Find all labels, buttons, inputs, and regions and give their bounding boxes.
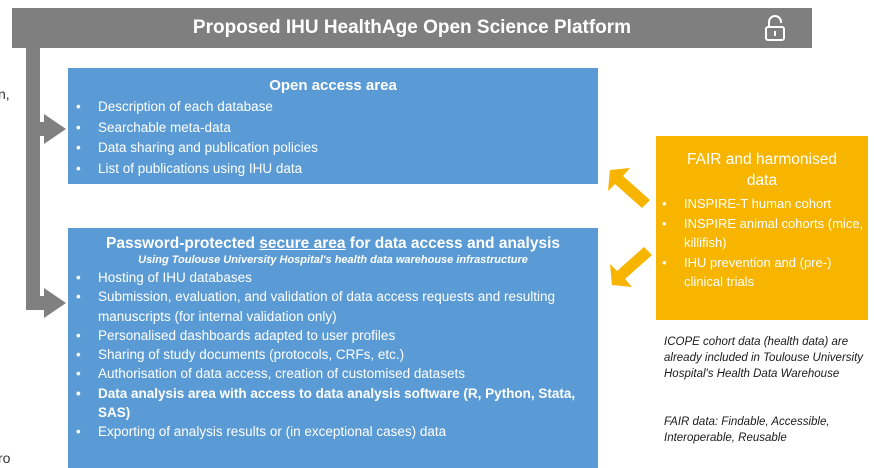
secure-area-box: Password-protected secure area for data … bbox=[68, 228, 598, 468]
clipped-text-bottom: ro bbox=[0, 450, 11, 466]
list-item: INSPIRE-T human cohort bbox=[662, 194, 868, 214]
fair-to-secure-arrow bbox=[610, 247, 652, 287]
secure-area-title: Password-protected secure area for data … bbox=[105, 235, 561, 252]
list-item: Exporting of analysis results or (in exc… bbox=[76, 422, 598, 442]
secure-area-list: Hosting of IHU databases Submission, eva… bbox=[68, 268, 598, 442]
fair-data-list: INSPIRE-T human cohort INSPIRE animal co… bbox=[656, 194, 868, 292]
clipped-text-top: n, bbox=[0, 86, 10, 102]
fair-data-title: FAIR and harmonised data bbox=[687, 151, 837, 189]
fair-definition-note: FAIR data: Findable, Accessible, Interop… bbox=[664, 416, 830, 444]
secure-area-subtitle: Using Toulouse University Hospital's hea… bbox=[138, 254, 528, 266]
list-item: IHU prevention and (pre-) clinical trial… bbox=[662, 253, 868, 292]
list-item: List of publications using IHU data bbox=[76, 159, 598, 180]
list-item: Sharing of study documents (protocols, C… bbox=[76, 345, 598, 365]
list-item: Authorisation of data access, creation o… bbox=[76, 364, 598, 384]
fair-to-open-arrow bbox=[608, 168, 650, 208]
header-title: Proposed IHU HealthAge Open Science Plat… bbox=[192, 17, 632, 38]
list-item: Description of each database bbox=[76, 97, 598, 118]
open-access-box: Open access area Description of each dat… bbox=[68, 68, 598, 184]
list-item: INSPIRE animal cohorts (mice, killifish) bbox=[662, 214, 868, 253]
list-item: Submission, evaluation, and validation o… bbox=[76, 287, 598, 326]
open-access-title: Open access area bbox=[269, 77, 397, 94]
list-item: Data analysis area with access to data a… bbox=[76, 384, 598, 423]
list-item: Searchable meta-data bbox=[76, 118, 598, 139]
list-item: Data sharing and publication policies bbox=[76, 138, 598, 159]
open-access-list: Description of each database Searchable … bbox=[68, 97, 598, 179]
secure-area-underlined: secure area bbox=[259, 235, 346, 252]
fair-data-box: FAIR and harmonised data INSPIRE-T human… bbox=[656, 136, 868, 320]
platform-header: Proposed IHU HealthAge Open Science Plat… bbox=[12, 8, 812, 48]
unlock-icon bbox=[765, 15, 785, 41]
list-item: Hosting of IHU databases bbox=[76, 268, 598, 288]
icope-note: ICOPE cohort data (health data) are alre… bbox=[664, 336, 864, 380]
list-item: Personalised dashboards adapted to user … bbox=[76, 326, 598, 346]
